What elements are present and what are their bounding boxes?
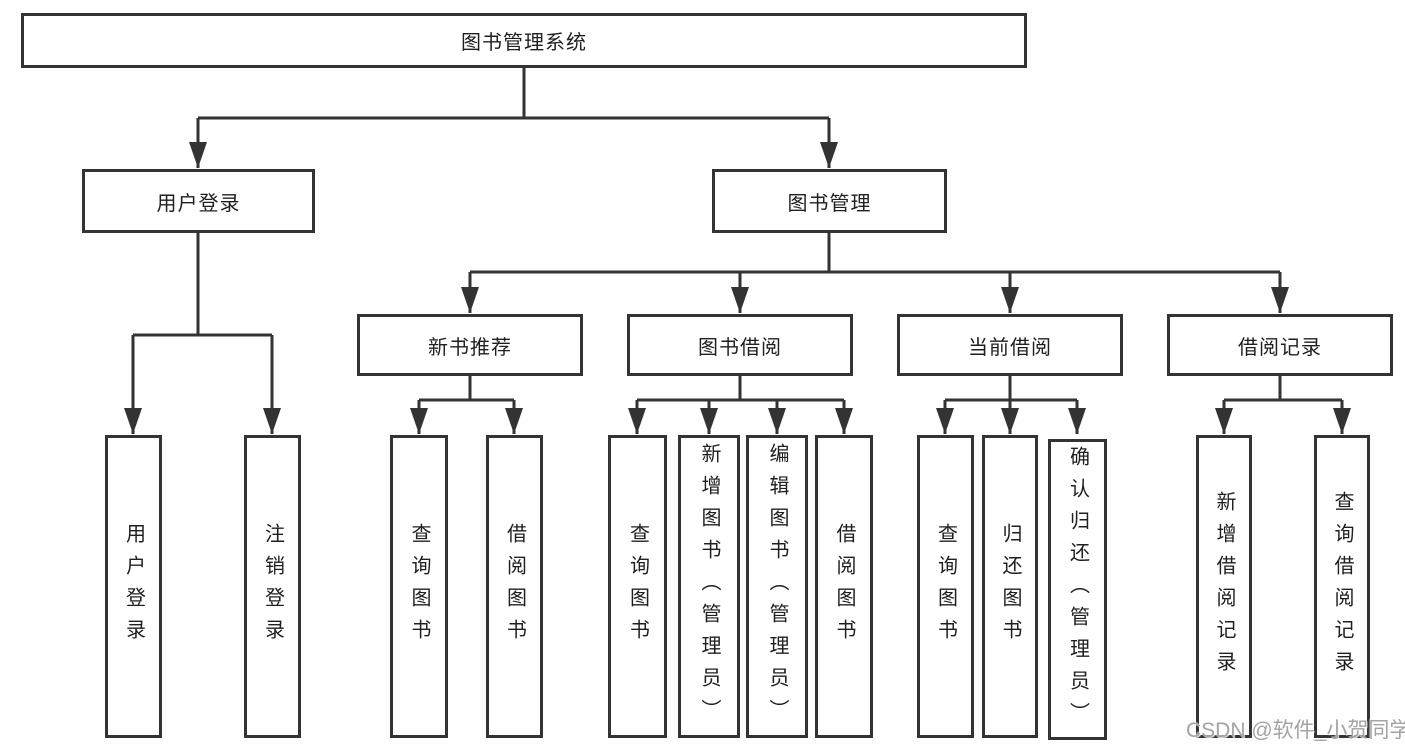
leaf-logout-label: 注销登录: [261, 522, 284, 651]
leaf-confirm-return-admin: 确认归还（管理员）: [1048, 439, 1107, 740]
leaf-return-books: 归还图书: [982, 435, 1038, 738]
leaf-add-books-admin: 新增图书（管理员）: [678, 435, 740, 738]
leaf-borrow-books-2: 借阅图书: [815, 435, 873, 738]
leaf-query-books-3-label: 查询图书: [934, 522, 957, 651]
connector-arrows: [124, 118, 1351, 434]
node-current-borrowing-label: 当前借阅: [968, 336, 1052, 359]
node-book-management: 图书管理: [712, 169, 947, 233]
leaf-edit-books-admin: 编辑图书（管理员）: [746, 435, 808, 738]
leaf-query-books-2-label: 查询图书: [626, 522, 649, 651]
node-current-borrowing: 当前借阅: [897, 314, 1123, 376]
leaf-borrow-books-1-label: 借阅图书: [503, 522, 526, 651]
leaf-user-login-label: 用户登录: [122, 522, 145, 651]
leaf-borrow-books-2-label: 借阅图书: [833, 522, 855, 651]
node-book-management-label: 图书管理: [787, 192, 872, 215]
leaf-logout: 注销登录: [244, 435, 301, 738]
connector-trunks: [133, 68, 1342, 402]
csdn-watermark: CSDN @软件_小贺同学: [1186, 719, 1405, 742]
node-root-label: 图书管理系统: [461, 32, 587, 54]
node-user-login-label: 用户登录: [156, 192, 241, 215]
leaf-edit-books-admin-label: 编辑图书（管理员）: [766, 442, 788, 731]
leaf-borrow-books-1: 借阅图书: [486, 435, 543, 738]
leaf-add-books-admin-label: 新增图书（管理员）: [698, 442, 720, 731]
node-new-book-recommend-label: 新书推荐: [428, 336, 512, 359]
leaf-user-login: 用户登录: [105, 435, 162, 738]
node-book-borrowing: 图书借阅: [627, 314, 853, 376]
leaf-query-books-1: 查询图书: [390, 435, 448, 738]
node-borrow-records-label: 借阅记录: [1238, 336, 1322, 359]
leaf-query-books-3: 查询图书: [917, 435, 974, 738]
leaf-query-borrow-record-label: 查询借阅记录: [1331, 490, 1353, 683]
leaf-add-borrow-record: 新增借阅记录: [1196, 435, 1252, 738]
node-new-book-recommend: 新书推荐: [357, 314, 583, 376]
leaf-add-borrow-record-label: 新增借阅记录: [1213, 490, 1235, 683]
leaf-return-books-label: 归还图书: [999, 522, 1021, 651]
leaf-query-books-1-label: 查询图书: [408, 522, 430, 651]
leaf-confirm-return-admin-label: 确认归还（管理员）: [1066, 445, 1089, 734]
node-user-login: 用户登录: [82, 169, 315, 233]
node-borrow-records: 借阅记录: [1167, 314, 1393, 376]
node-root: 图书管理系统: [21, 13, 1027, 68]
leaf-query-books-2: 查询图书: [608, 435, 667, 738]
node-book-borrowing-label: 图书借阅: [698, 336, 782, 359]
leaf-query-borrow-record: 查询借阅记录: [1314, 435, 1370, 738]
